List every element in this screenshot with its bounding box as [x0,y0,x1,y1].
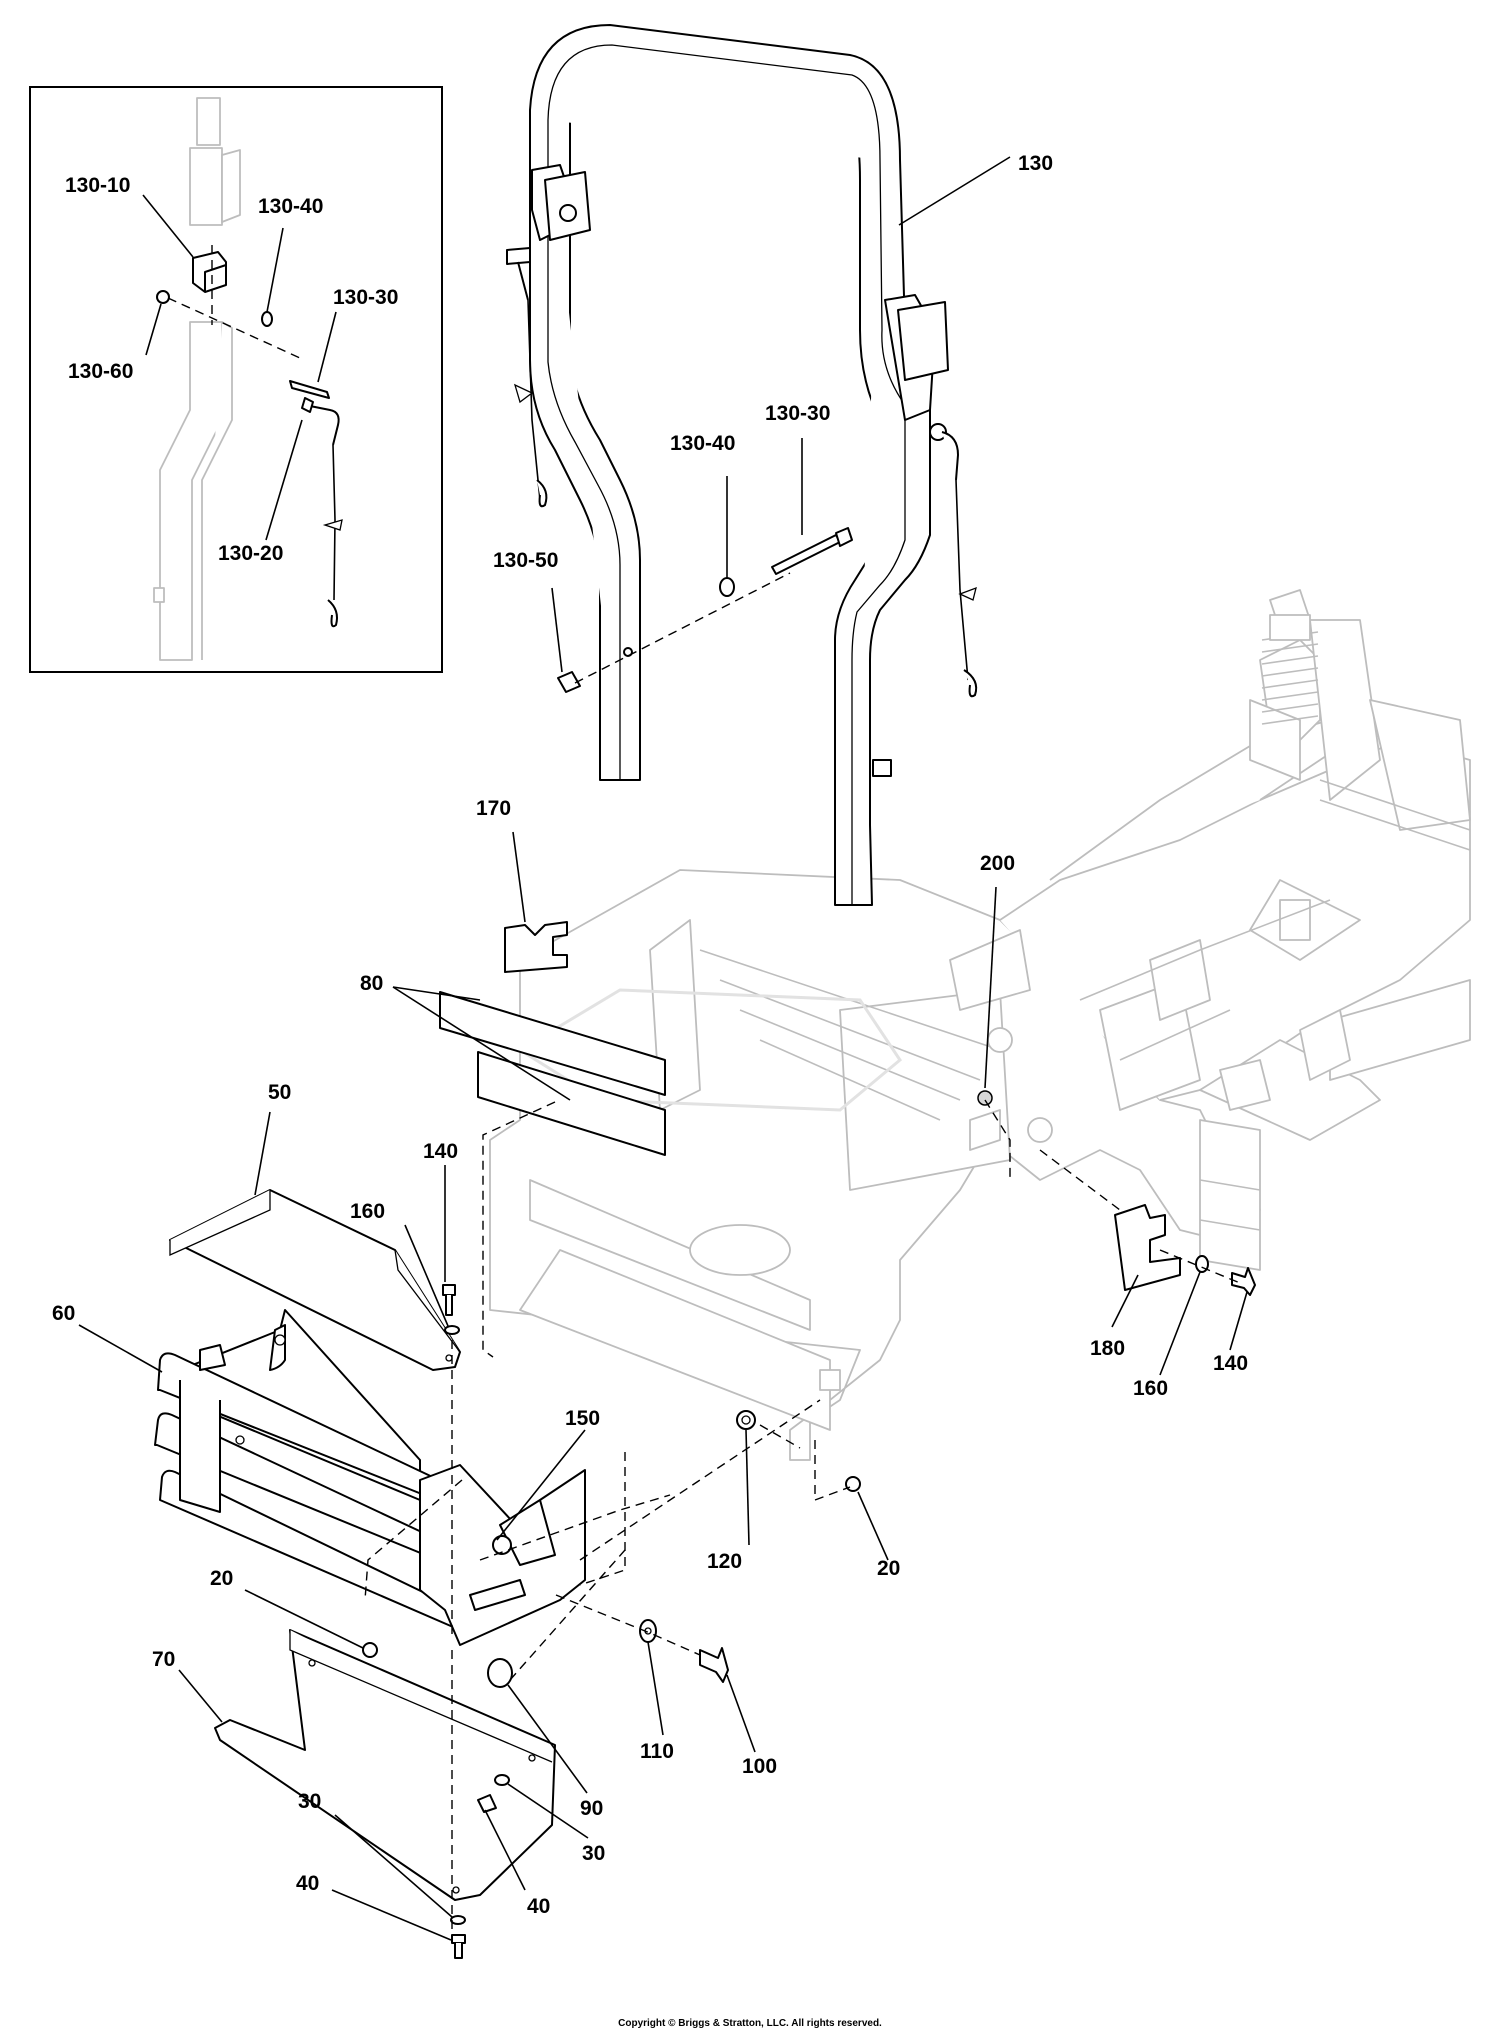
roll-bar-130 [506,24,978,906]
callout-200: 200 [980,852,1015,875]
callout-130-40: 130-40 [670,432,735,455]
callout-120: 120 [707,1550,742,1573]
copyright-notice: Copyright © Briggs & Stratton, LLC. All … [618,2018,882,2029]
callout-60: 60 [52,1302,75,1325]
callout-100: 100 [742,1755,777,1778]
callout-40-right: 40 [527,1895,550,1918]
bracket-170 [504,921,568,973]
inset-detail [29,86,443,673]
callout-90: 90 [580,1797,603,1820]
callout-inset-130-10: 130-10 [65,174,130,197]
assembly-axes [364,1099,1241,1930]
callout-20-left: 20 [210,1567,233,1590]
bumper-60 [154,1309,586,1646]
callout-170: 170 [476,797,511,820]
callout-40-left: 40 [296,1872,319,1895]
plate-70 [214,1629,556,1901]
callout-inset-130-60: 130-60 [68,360,133,383]
callout-130: 130 [1018,152,1053,175]
callout-140-upper: 140 [423,1140,458,1163]
leader-lines [78,156,1248,1941]
callout-160-right: 160 [1133,1377,1168,1400]
callout-inset-130-30: 130-30 [333,286,398,309]
callout-130-50: 130-50 [493,549,558,572]
callout-labels: 130 130-30 130-40 130-50 130-10 130-40 1… [52,152,1248,1918]
spring-shock [1261,589,1319,725]
callout-150: 150 [565,1407,600,1430]
chassis-frame [489,619,1471,1461]
callout-110: 110 [640,1740,674,1763]
callout-inset-130-40: 130-40 [258,195,323,218]
callout-140-right: 140 [1213,1352,1248,1375]
callout-30-right: 30 [582,1842,605,1865]
hardware-items [362,1090,1256,1959]
callout-160-upper: 160 [350,1200,385,1223]
callout-130-30: 130-30 [765,402,830,425]
plate-50 [169,1189,461,1371]
decal-strips-80 [439,991,666,1156]
callout-180: 180 [1090,1337,1125,1360]
callout-50: 50 [268,1081,291,1104]
callout-80: 80 [360,972,383,995]
callout-20-right: 20 [877,1557,900,1580]
callout-70: 70 [152,1648,175,1671]
callout-inset-130-20: 130-20 [218,542,283,565]
callout-30-left: 30 [298,1790,321,1813]
